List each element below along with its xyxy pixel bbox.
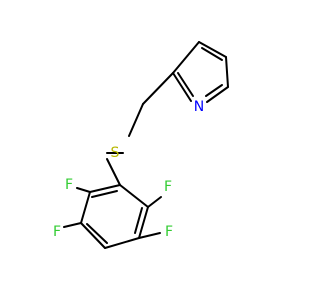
bond xyxy=(63,222,82,228)
ethyl-linker xyxy=(106,72,174,154)
pyridine-ring xyxy=(172,41,229,103)
bond xyxy=(142,72,174,105)
bond xyxy=(198,41,227,58)
bond xyxy=(138,206,149,239)
bond xyxy=(134,207,143,234)
bond xyxy=(172,41,200,74)
pentafluorophenyl-ring xyxy=(80,158,149,249)
bond xyxy=(86,223,108,244)
molecule-structure: N S F F F F xyxy=(53,41,229,249)
sulfur-atom-label: S xyxy=(111,145,120,161)
fluorine-substituent-bonds xyxy=(63,187,162,239)
atom-labels: N S F F F F xyxy=(53,99,204,240)
bond xyxy=(147,196,162,208)
bond xyxy=(89,184,121,193)
bond xyxy=(104,237,140,249)
fluorine-atom-label-bottom-left: F xyxy=(53,224,61,240)
bond xyxy=(206,86,229,103)
bond xyxy=(177,72,194,97)
bond xyxy=(128,103,144,137)
bond xyxy=(80,222,106,249)
bond xyxy=(205,84,223,97)
fluorine-atom-label-top-right: F xyxy=(164,179,172,195)
bond xyxy=(225,56,229,88)
nitrogen-atom-label: N xyxy=(194,99,204,115)
bond xyxy=(201,47,223,61)
bond xyxy=(138,232,161,239)
bond xyxy=(80,191,91,224)
bond xyxy=(76,187,91,193)
fluorine-atom-label-bottom-right: F xyxy=(165,224,173,240)
bond xyxy=(172,72,192,102)
bond xyxy=(119,184,149,208)
bond xyxy=(91,190,118,198)
fluorine-atom-label-top-left: F xyxy=(65,177,73,193)
bond xyxy=(106,158,121,186)
